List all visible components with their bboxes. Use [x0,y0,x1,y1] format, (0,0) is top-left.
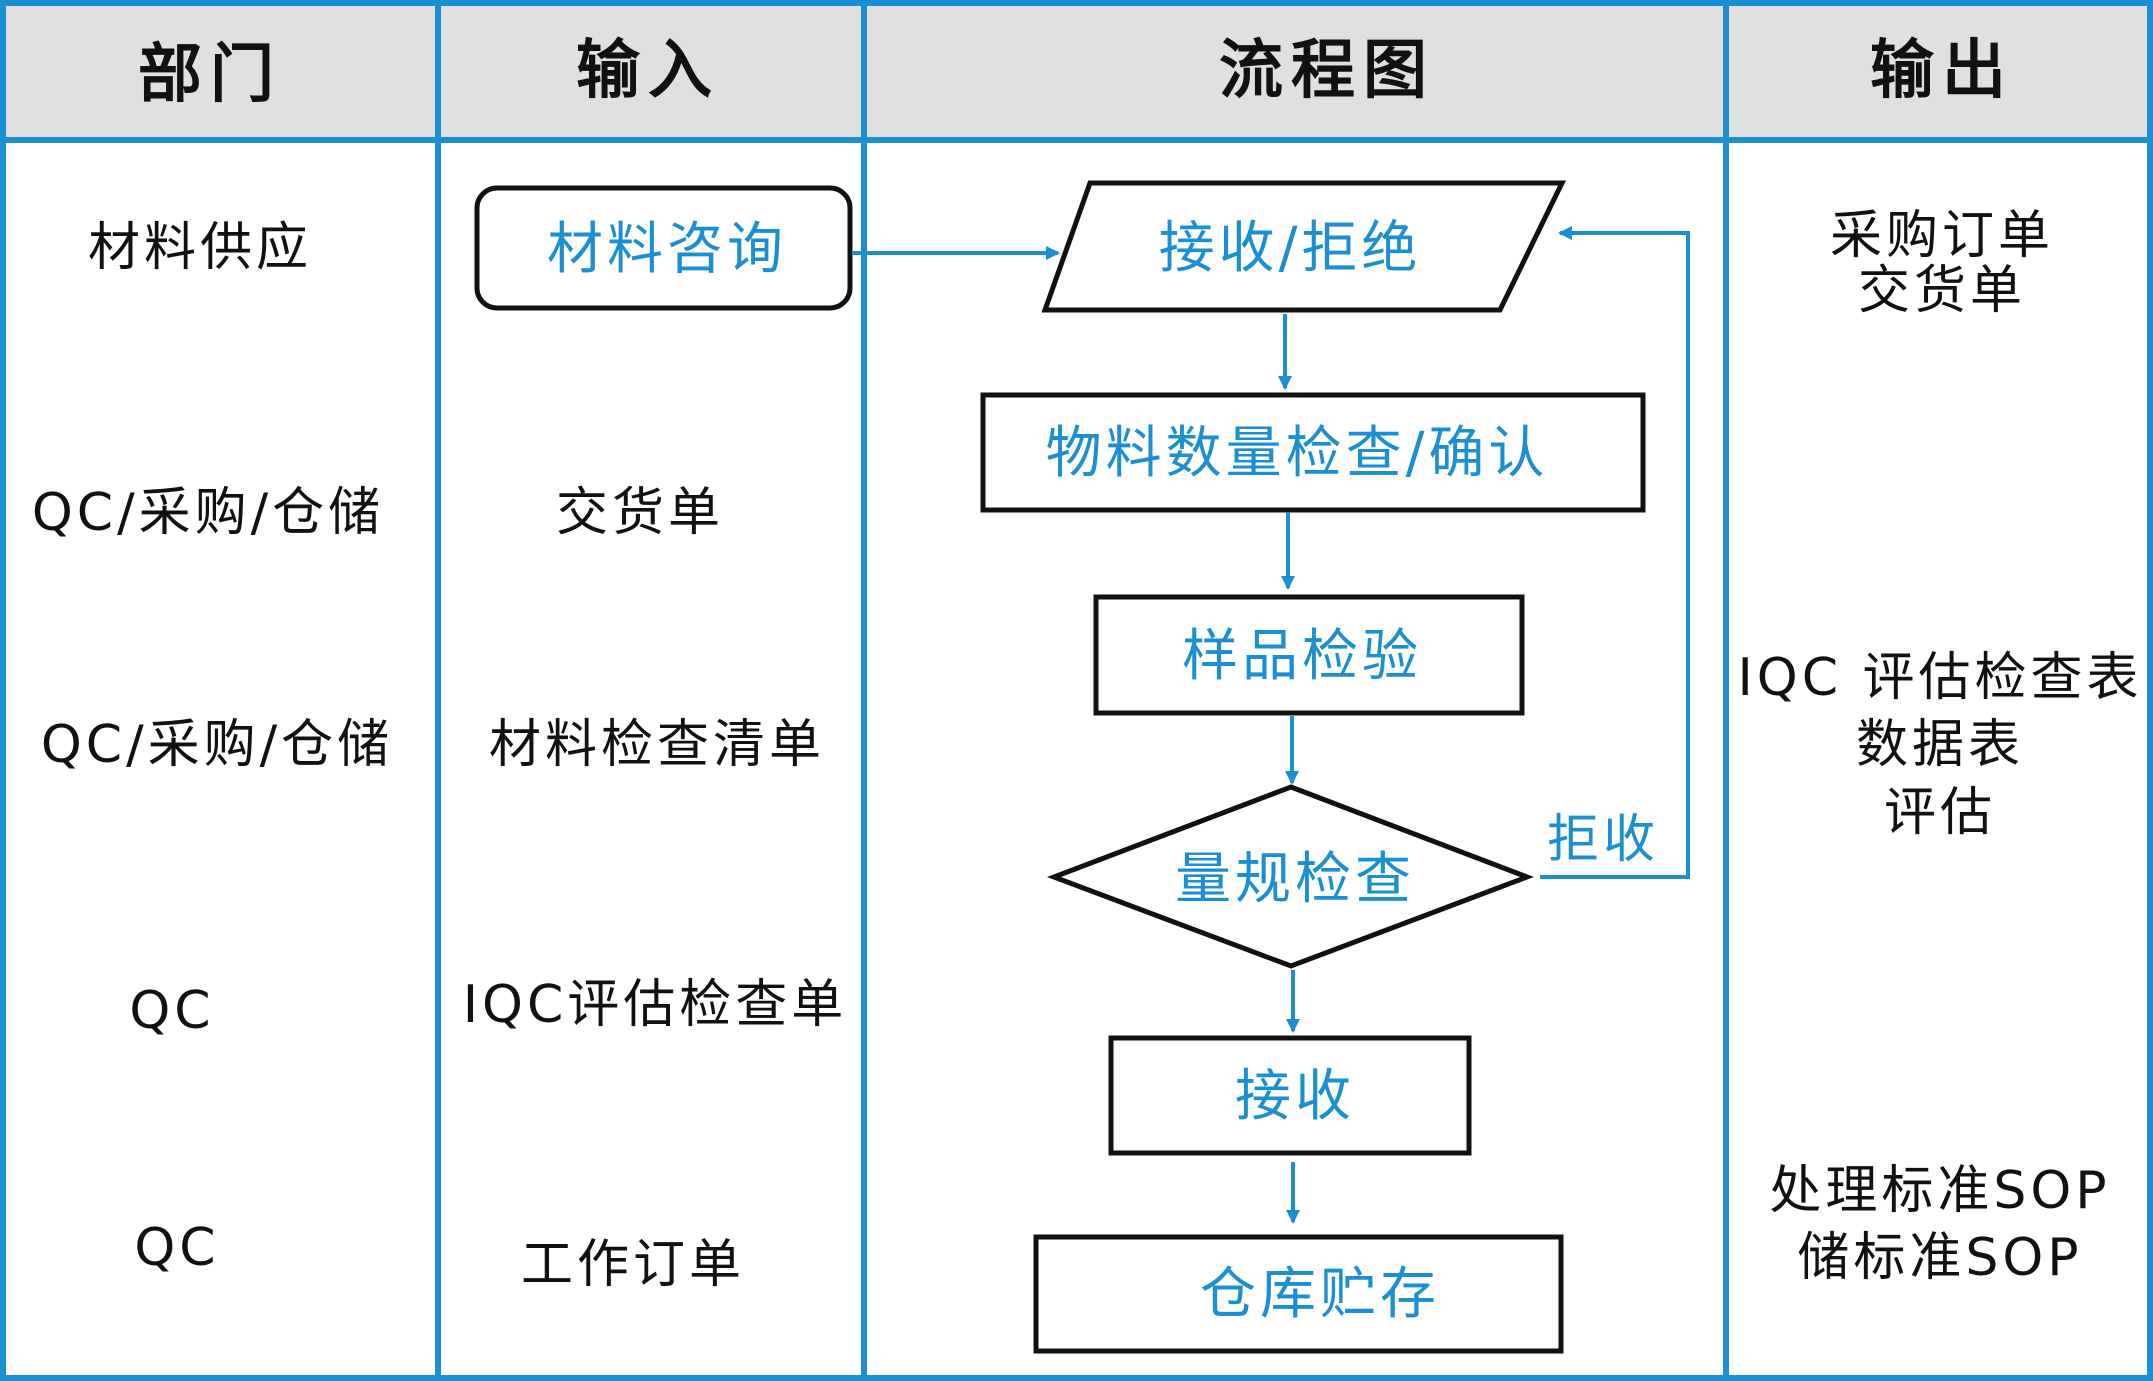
dept-4: QC [129,981,214,1041]
flow-sample-inspect-label: 样品检验 [1182,624,1422,689]
arrow-reject-loop [1540,226,1690,879]
output-1-line-1: 采购订单 [1830,206,2054,266]
dept-1: 材料供应 [88,218,312,278]
flow-sample-inspect-node [1093,594,1525,716]
input-box-material-inquiry [474,185,853,311]
dept-3: QC/采购/仓储 [41,715,393,775]
flow-gauge-check-node [1046,784,1535,969]
flow-qty-check-node [980,392,1646,513]
flow-qty-check-label: 物料数量检查/确认 [1046,421,1549,486]
header-flow: 流程图 [1219,34,1435,108]
input-box-label: 材料咨询 [547,217,787,282]
output-3-line-2: 储标准SOP [1797,1228,2082,1288]
header-dept: 部门 [138,38,282,112]
output-3-line-1: 处理标准SOP [1769,1161,2110,1221]
output-2-line-1: IQC 评估检查表 [1737,648,2142,708]
flow-accept-node [1108,1035,1472,1156]
flow-receive-reject-label: 接收/拒绝 [1159,216,1422,281]
output-2-line-2: 数据表 [1856,715,2024,775]
output-1-line-2: 交货单 [1858,261,2026,321]
flow-reject-label: 拒收 [1547,810,1659,870]
input-item-4: 工作订单 [521,1235,745,1295]
header-input: 输入 [576,34,720,108]
flow-gauge-check-label: 量规检查 [1175,847,1415,912]
flow-accept-label: 接收 [1235,1064,1355,1129]
dept-5: QC [134,1218,219,1278]
input-item-1: 交货单 [556,483,724,543]
output-2-line-3: 评估 [1884,783,1996,843]
flow-receive-reject-node [1041,180,1567,313]
flow-storage-label: 仓库贮存 [1200,1262,1440,1327]
input-item-3: IQC评估检查单 [463,975,848,1035]
input-item-2: 材料检查清单 [489,715,825,775]
header-output: 输出 [1870,34,2014,108]
header-band [3,3,2150,140]
flow-storage-node [1033,1234,1564,1354]
dept-2: QC/采购/仓储 [32,483,384,543]
